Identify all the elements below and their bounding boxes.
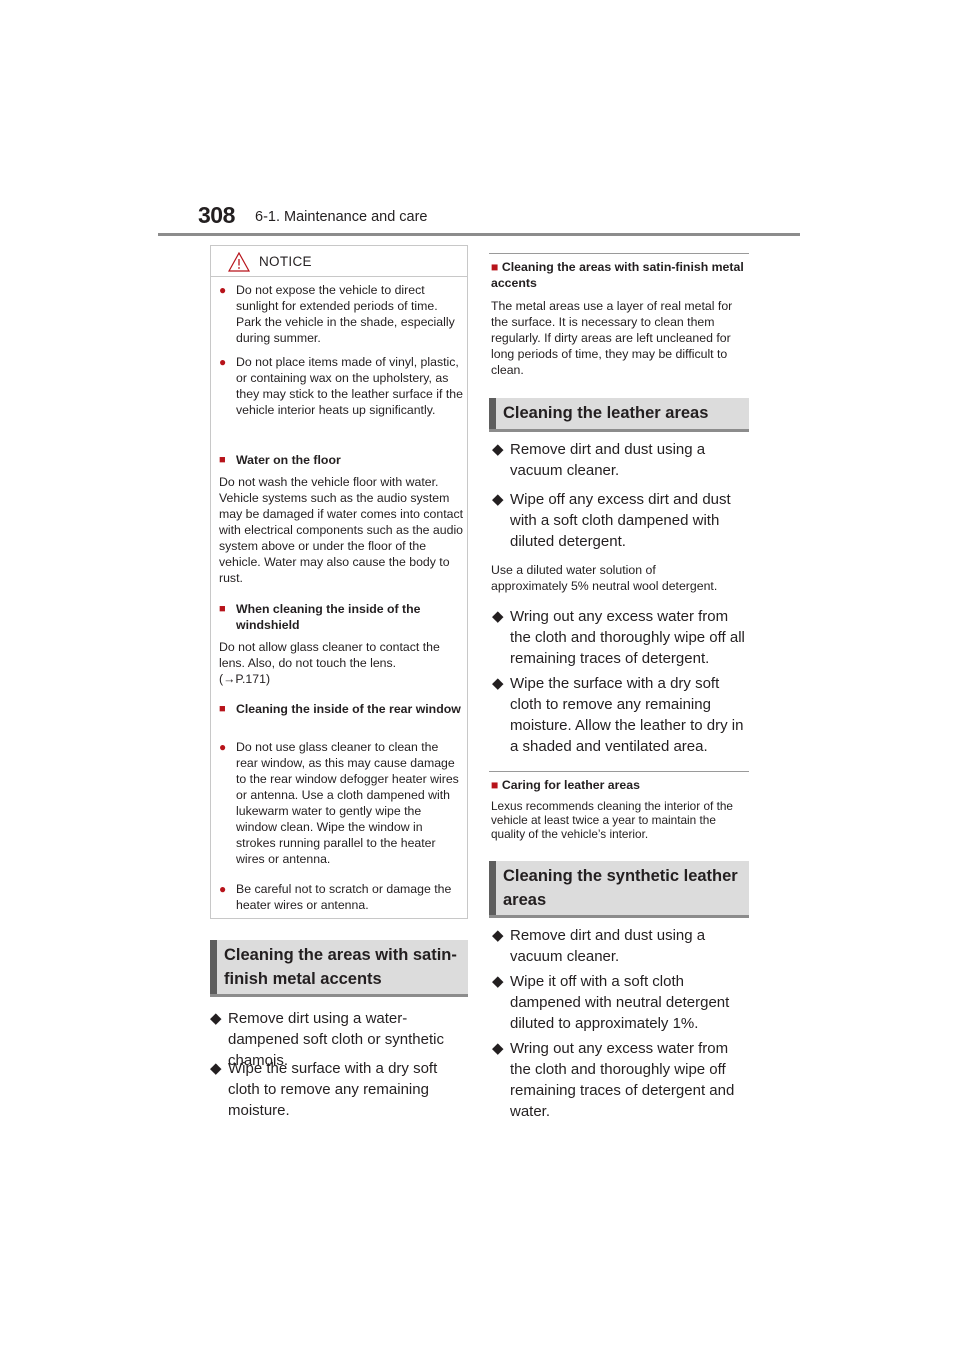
section-heading-text: areas <box>503 891 547 909</box>
notice-bullet: ● Do not expose the vehicle to direct su… <box>219 282 463 346</box>
info-heading: ■ Caring for leather areas <box>491 777 747 793</box>
list-item-text: Wipe it off with a soft cloth dampened w… <box>510 973 730 1032</box>
notice-paragraph: Do not wash the vehicle floor with water… <box>219 475 464 585</box>
square-bullet-icon: ■ <box>219 703 226 715</box>
diamond-bullet-icon: ◆ <box>492 1040 504 1057</box>
info-heading-text: Cleaning the areas with satin-finish met… <box>491 260 744 290</box>
warning-triangle-icon <box>228 252 250 272</box>
heading-bar <box>489 398 496 429</box>
list-item: ◆ Wring out any excess water from the cl… <box>492 1038 750 1122</box>
notice-bullet-text: Do not expose the vehicle to direct sunl… <box>236 283 455 345</box>
list-item-text: Remove dirt using a water-dampened soft … <box>228 1010 444 1069</box>
notice-subheading: ■ When cleaning the inside of the windsh… <box>219 601 463 633</box>
diamond-bullet-icon: ◆ <box>492 927 504 944</box>
list-item-text: Remove dirt and dust using a vacuum clea… <box>510 927 706 965</box>
heading-bar <box>489 861 496 915</box>
list-item: ◆ Wipe it off with a soft cloth dampened… <box>492 971 750 1034</box>
page-reference: (→P.171) <box>219 672 271 686</box>
bullet-dot-icon: ● <box>219 740 227 754</box>
square-bullet-icon: ■ <box>491 778 499 792</box>
divider <box>489 253 749 254</box>
notice-bullet: ● Do not use glass cleaner to clean the … <box>219 739 463 867</box>
list-item-text: Wipe the surface with a dry soft cloth t… <box>228 1060 438 1119</box>
notice-subheading-text: Cleaning the inside of the rear window <box>236 702 461 716</box>
diamond-bullet-icon: ◆ <box>492 441 504 458</box>
section-heading-synthetic: Cleaning the synthetic leather areas <box>489 861 749 918</box>
notice-bullet-text: Do not use glass cleaner to clean the re… <box>236 740 459 866</box>
notice-label: NOTICE <box>259 254 312 269</box>
notice-paragraph-text: Do not allow glass cleaner to contact th… <box>219 640 440 670</box>
section-heading-text: Cleaning the areas with satin- <box>224 946 457 964</box>
notice-subheading: ■ Cleaning the inside of the rear window <box>219 701 463 717</box>
info-paragraph: The metal areas use a layer of real meta… <box>491 299 733 377</box>
section-heading-text: Cleaning the synthetic leather <box>503 867 738 885</box>
section-heading-text: finish metal accents <box>224 970 382 988</box>
list-item-text: Wipe off any excess dirt and dust with a… <box>510 491 731 550</box>
diamond-bullet-icon: ◆ <box>492 608 504 625</box>
square-bullet-icon: ■ <box>219 603 226 615</box>
notice-box: NOTICE ● Do not expose the vehicle to di… <box>210 245 468 919</box>
list-item-text: Remove dirt and dust using a vacuum clea… <box>510 441 706 479</box>
section-heading-satin: Cleaning the areas with satin- finish me… <box>210 940 468 997</box>
divider <box>489 771 749 772</box>
section-heading-leather: Cleaning the leather areas <box>489 398 749 432</box>
page-number: 308 <box>198 202 235 228</box>
notice-subheading-text: Water on the floor <box>236 453 341 467</box>
notice-subheading: ■ Water on the floor <box>219 452 463 468</box>
diamond-bullet-icon: ◆ <box>210 1010 222 1027</box>
notice-bullet: ● Be careful not to scratch or damage th… <box>219 881 463 913</box>
list-item: ◆ Remove dirt using a water-dampened sof… <box>210 1008 472 1071</box>
list-item: ◆ Remove dirt and dust using a vacuum cl… <box>492 925 750 967</box>
info-heading: ■ Cleaning the areas with satin-finish m… <box>491 259 747 291</box>
notice-bullet-text: Be careful not to scratch or damage the … <box>236 882 452 912</box>
list-item-text: Wring out any excess water from the clot… <box>510 608 745 667</box>
list-item-text: Wipe the surface with a dry soft cloth t… <box>510 675 744 755</box>
diamond-bullet-icon: ◆ <box>492 973 504 990</box>
list-item: ◆ Wipe off any excess dirt and dust with… <box>492 489 750 552</box>
list-item: ◆ Remove dirt and dust using a vacuum cl… <box>492 439 750 481</box>
notice-bullet-text: Do not place items made of vinyl, plasti… <box>236 355 463 417</box>
list-item-text: Wring out any excess water from the clot… <box>510 1040 735 1120</box>
note-text: Use a diluted water solution of approxim… <box>491 563 718 593</box>
bullet-dot-icon: ● <box>219 882 227 896</box>
square-bullet-icon: ■ <box>219 454 226 466</box>
square-bullet-icon: ■ <box>491 260 499 274</box>
diamond-bullet-icon: ◆ <box>492 675 504 692</box>
bullet-dot-icon: ● <box>219 283 227 297</box>
list-item: ◆ Wipe the surface with a dry soft cloth… <box>492 673 750 757</box>
notice-bullet: ● Do not place items made of vinyl, plas… <box>219 354 463 418</box>
diamond-bullet-icon: ◆ <box>210 1060 222 1077</box>
info-paragraph: Lexus recommends cleaning the interior o… <box>491 799 733 841</box>
bullet-dot-icon: ● <box>219 355 227 369</box>
section-title: 6-1. Maintenance and care <box>255 209 428 225</box>
list-item: ◆ Wipe the surface with a dry soft cloth… <box>210 1058 472 1121</box>
diamond-bullet-icon: ◆ <box>492 491 504 508</box>
info-heading-text: Caring for leather areas <box>501 778 640 792</box>
header-divider <box>158 233 800 236</box>
heading-bar <box>210 940 217 994</box>
notice-paragraph: Do not allow glass cleaner to contact th… <box>219 639 465 687</box>
list-item: ◆ Wring out any excess water from the cl… <box>492 606 750 669</box>
notice-subheading-text: When cleaning the inside of the windshie… <box>236 602 421 632</box>
notice-header: NOTICE <box>211 246 467 277</box>
section-heading-text: Cleaning the leather areas <box>503 404 709 422</box>
